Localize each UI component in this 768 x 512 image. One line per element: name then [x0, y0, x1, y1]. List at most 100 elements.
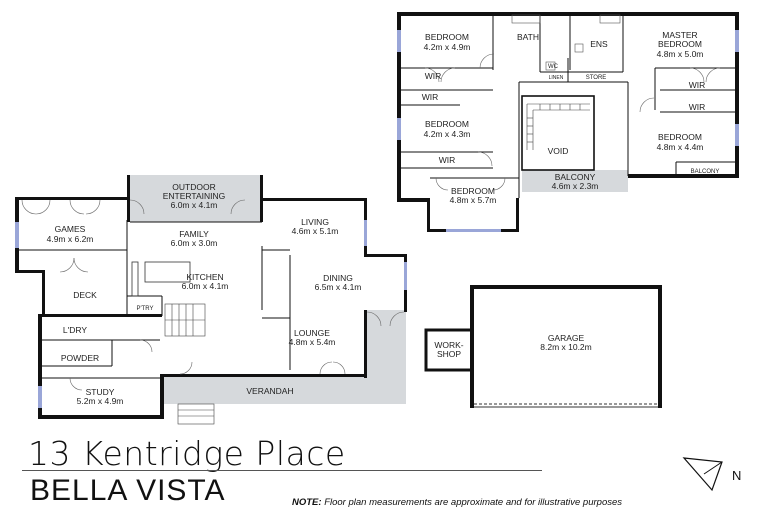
window-study	[38, 386, 42, 408]
bedroom-e-name: BEDROOM	[658, 132, 702, 142]
ens-name: ENS	[590, 39, 608, 49]
window-upper-e1	[735, 30, 739, 52]
living-name: LIVING	[301, 217, 329, 227]
window-living	[364, 220, 367, 246]
upper-stairs	[526, 103, 590, 150]
upper-floor: BEDROOM 4.2m x 4.9m BATH ENS MASTER BEDR…	[397, 12, 739, 232]
bedroom-s-size: 4.8m x 5.7m	[450, 195, 497, 205]
wall-deck-west	[42, 270, 45, 316]
linen-name: LINEN	[549, 75, 564, 81]
upper-wall-south-west	[397, 198, 427, 202]
upper-wall-west	[397, 12, 401, 202]
wall-deck-north	[15, 270, 45, 273]
balcony-name: BALCONY	[555, 172, 596, 182]
window-bed-s	[446, 229, 501, 232]
balcony-size: 4.6m x 2.3m	[552, 181, 599, 191]
family-name: FAMILY	[179, 229, 209, 239]
kitchen-name: KITCHEN	[186, 272, 223, 282]
ground-floor: OUTDOOR ENTERTAINING 6.0m x 4.1m GAMES 4…	[15, 175, 407, 425]
void-opening	[521, 95, 595, 171]
window-upper-w2	[397, 118, 401, 140]
wall-ldry-north	[42, 314, 162, 317]
store-name: STORE	[586, 75, 607, 81]
north-arrow-icon: N	[682, 457, 741, 492]
window-upper-e2	[735, 124, 739, 146]
master-name-1: MASTER	[662, 30, 697, 40]
bedroom-s-name: BEDROOM	[451, 186, 495, 196]
bedroom-w-size: 4.2m x 4.3m	[424, 129, 471, 139]
window-upper-w1	[397, 30, 401, 52]
wall-dining-north	[364, 254, 407, 257]
bedroom-nw-size: 4.2m x 4.9m	[424, 42, 471, 52]
verandah-name: VERANDAH	[246, 386, 293, 396]
kitchen-size: 6.0m x 4.1m	[182, 281, 229, 291]
games-size: 4.9m x 6.2m	[47, 234, 94, 244]
ground-stairs	[164, 303, 206, 337]
bath-name: BATH	[517, 32, 539, 42]
workshop-name-2: SHOP	[437, 349, 461, 359]
master-name-2: BEDROOM	[658, 39, 702, 49]
wc-name: WC	[548, 64, 559, 70]
wall-outdoor-west	[127, 175, 130, 222]
wir-a-name: WIR	[425, 71, 442, 81]
title-divider	[22, 470, 542, 471]
ldry-name: L'DRY	[63, 325, 87, 335]
garage-wall-north	[470, 285, 662, 289]
study-size: 5.2m x 4.9m	[77, 396, 124, 406]
study-name: STUDY	[86, 387, 115, 397]
dining-name: DINING	[323, 273, 353, 283]
note-prefix: NOTE:	[292, 497, 322, 508]
living-size: 4.6m x 5.1m	[292, 226, 339, 236]
kitchen-island	[144, 261, 191, 283]
wall-outdoor-east	[260, 175, 263, 222]
dining-size: 6.5m x 4.1m	[315, 282, 362, 292]
wall-games-north	[15, 197, 127, 200]
balcony-small-name: BALCONY	[691, 169, 720, 175]
wall-study-east	[160, 376, 164, 418]
wall-study-west	[38, 314, 42, 418]
verandah-area	[160, 310, 406, 404]
games-name: GAMES	[55, 224, 86, 234]
upper-wall-bed-s-east	[516, 198, 519, 232]
garage-wall-east	[658, 285, 662, 408]
garage-size: 8.2m x 10.2m	[540, 342, 592, 352]
wir-c-name: WIR	[689, 80, 706, 90]
wir-d-name: WIR	[689, 102, 706, 112]
lounge-size: 4.8m x 5.4m	[289, 337, 336, 347]
upper-wall-bed-s-west	[427, 198, 430, 232]
outdoor-area	[127, 175, 262, 222]
lounge-name: LOUNGE	[294, 328, 330, 338]
north-letter: N	[732, 468, 741, 483]
bedroom-w-name: BEDROOM	[425, 119, 469, 129]
garage-block: GARAGE 8.2m x 10.2m WORK- SHOP	[424, 285, 662, 408]
deck-name: DECK	[73, 290, 97, 300]
window-dining	[404, 262, 407, 290]
verandah-steps	[177, 403, 215, 425]
balcony-area	[522, 170, 628, 192]
powder-name: POWDER	[61, 353, 99, 363]
garage-name: GARAGE	[548, 333, 585, 343]
wall-lounge-south	[160, 374, 367, 377]
bedroom-e-size: 4.8m x 4.4m	[657, 142, 704, 152]
ptry-name: P'TRY	[136, 306, 153, 312]
upper-wall-north	[397, 12, 739, 16]
note-text: Floor plan measurements are approximate …	[324, 497, 623, 508]
wall-living-north	[262, 198, 366, 201]
workshop-room	[424, 328, 474, 372]
outdoor-size: 6.0m x 4.1m	[171, 200, 218, 210]
wall-study-south	[38, 415, 164, 419]
disclaimer-note: NOTE: Floor plan measurements are approx…	[292, 497, 622, 508]
master-size: 4.8m x 5.0m	[657, 49, 704, 59]
address-street: 13 Kentridge Place	[28, 434, 346, 473]
workshop-name-1: WORK-	[434, 340, 463, 350]
address-suburb: BELLA VISTA	[30, 474, 226, 507]
wall-lounge-east	[364, 310, 367, 378]
void-name: VOID	[548, 146, 569, 156]
window-games	[15, 222, 19, 248]
bedroom-nw-name: BEDROOM	[425, 32, 469, 42]
wir-e-name: WIR	[439, 155, 456, 165]
upper-wall-south-east	[628, 174, 739, 178]
outdoor-name-2: ENTERTAINING	[163, 191, 226, 201]
upper-wall-east	[735, 12, 739, 177]
